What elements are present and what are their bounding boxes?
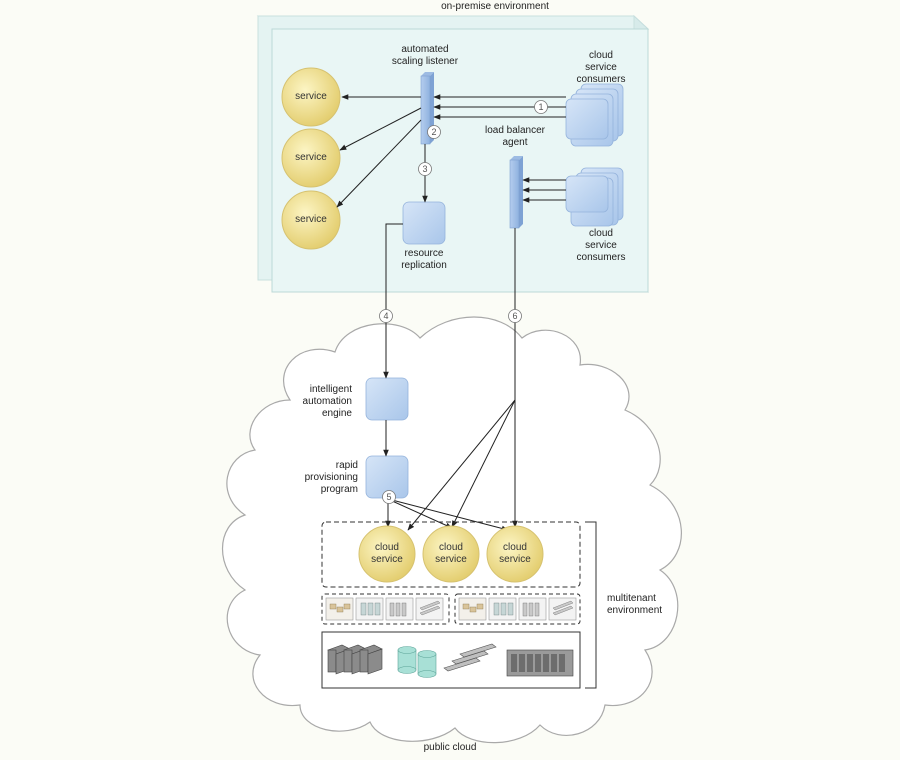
service-label: service (295, 152, 327, 163)
step-6-label: 6 (512, 311, 518, 321)
load-balancer-bar (509, 156, 523, 229)
multitenant-bracket (585, 521, 597, 689)
cloud-service-consumers-bottom (565, 167, 624, 227)
step-2-label: 2 (431, 127, 437, 137)
scaling-listener-label: automated scaling listener (391, 44, 459, 67)
on-premise-environment-label: on-premise environment (441, 1, 549, 12)
service-node (281, 67, 341, 127)
step-markers (379, 100, 548, 504)
multitenant-dashed-box (321, 521, 581, 588)
step-4-label: 4 (383, 311, 389, 321)
listener-to-service-arrows (336, 94, 422, 208)
resource-replication-node (402, 201, 446, 245)
consumer-to-balancer-arrows (522, 177, 566, 203)
consumers-bottom-label: cloud service consumers (576, 228, 626, 263)
cloud-service-node (486, 525, 544, 583)
consumers-top-label: cloud service consumers (576, 50, 626, 85)
load-balancer-label: load balancer agent (484, 125, 546, 148)
virtual-servers-group (321, 593, 581, 625)
step-1-label: 1 (538, 102, 544, 112)
provisioning-program-label: rapid provisioning program (304, 460, 358, 495)
replication-to-engine-arrow (383, 223, 403, 379)
service-label: service (295, 91, 327, 102)
cloud-service-node (358, 525, 416, 583)
automation-engine-label: intelligent automation engine (302, 384, 352, 419)
service-label: service (295, 214, 327, 225)
step-5-label: 5 (386, 492, 392, 502)
service-node (281, 128, 341, 188)
multitenant-environment-label: multitenant environment (607, 593, 663, 616)
step-3-label: 3 (422, 164, 428, 174)
resource-replication-label: resource replication (401, 248, 447, 271)
cloud-service-consumers-top (565, 83, 624, 147)
automation-engine-node (365, 377, 409, 421)
cloud-service-node (422, 525, 480, 583)
public-cloud-label: public cloud (423, 742, 477, 753)
physical-infrastructure-box (321, 631, 581, 689)
service-node (281, 190, 341, 250)
